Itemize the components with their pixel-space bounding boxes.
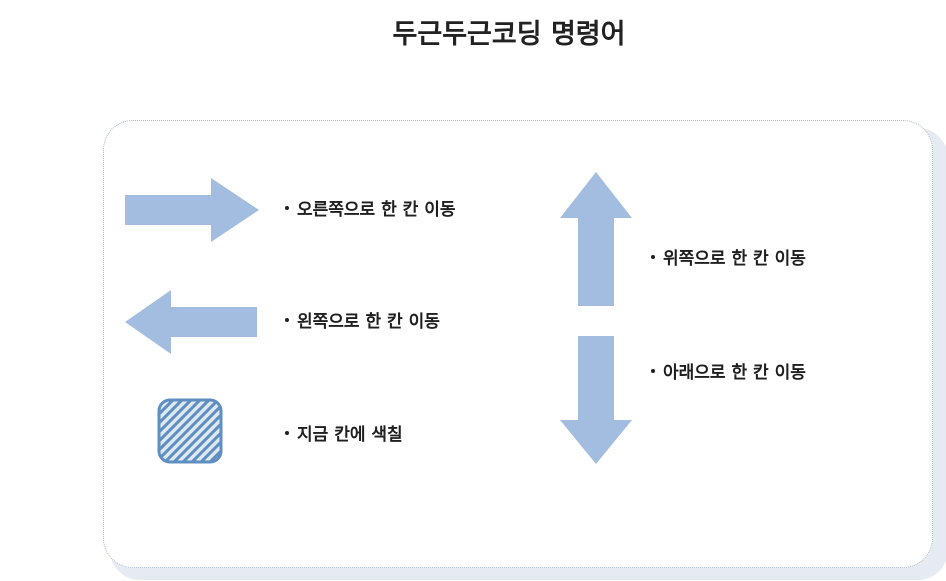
bullet-icon <box>651 369 655 373</box>
up-command-label: 위쪽으로 한 칸 이동 <box>651 249 806 269</box>
up-command-text: 위쪽으로 한 칸 이동 <box>663 249 806 269</box>
hatch-stripe <box>159 400 177 462</box>
bullet-icon <box>285 431 289 435</box>
hatch-stripe <box>197 400 221 462</box>
left-command-label: 왼쪽으로 한 칸 이동 <box>285 312 440 332</box>
paint-command-text: 지금 칸에 색칠 <box>297 425 403 445</box>
right-arrow-icon <box>125 178 259 242</box>
hatch-stripe <box>159 400 186 462</box>
bullet-icon <box>285 318 289 322</box>
hatch-stripe <box>159 400 204 462</box>
hatch-stripe <box>170 400 221 462</box>
hatch-stripe <box>179 400 221 462</box>
page-title: 두근두근코딩 명령어 <box>392 19 626 50</box>
left-arrow-icon <box>125 290 257 354</box>
hatch-stripe <box>206 400 221 462</box>
hatch-stripe <box>159 400 221 462</box>
left-command-text: 왼쪽으로 한 칸 이동 <box>297 312 440 332</box>
hatch-stripe <box>161 400 221 462</box>
down-command-text: 아래으로 한 칸 이동 <box>663 363 806 383</box>
bullet-icon <box>285 206 289 210</box>
down-command-label: 아래으로 한 칸 이동 <box>651 363 806 383</box>
paint-command-label: 지금 칸에 색칠 <box>285 425 403 445</box>
up-arrow-icon <box>560 172 632 306</box>
right-command-label: 오른쪽으로 한 칸 이동 <box>285 200 456 220</box>
commands-card <box>103 120 933 568</box>
right-command-text: 오른쪽으로 한 칸 이동 <box>297 200 456 220</box>
down-arrow-icon <box>560 336 632 464</box>
hatched-square-icon <box>157 398 223 464</box>
hatch-stripe <box>188 400 221 462</box>
hatch-stripe <box>159 400 213 462</box>
bullet-icon <box>651 255 655 259</box>
